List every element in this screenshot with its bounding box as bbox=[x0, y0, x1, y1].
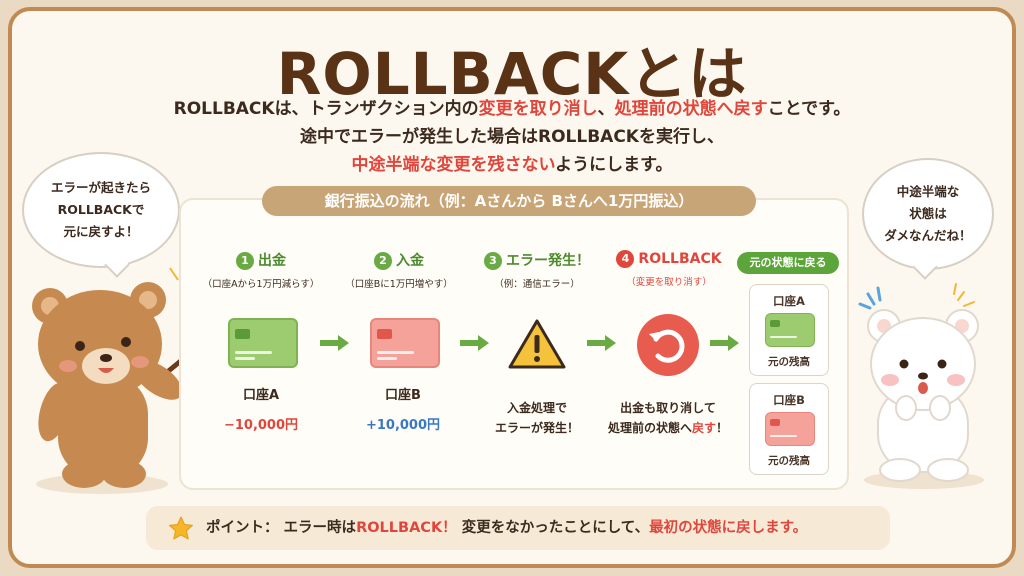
white-bear-illustration bbox=[858, 283, 984, 489]
card-line bbox=[235, 351, 273, 355]
intro-line-1: ROLLBACKは、トランザクション内の変更を取り消し、処理前の状態へ戻すことで… bbox=[12, 95, 1012, 123]
result-account-bottom: 元の残高 bbox=[768, 455, 810, 467]
card-chip bbox=[769, 320, 781, 328]
speech-bubble-right-text: 中途半端な 状態は ダメなんだね！ bbox=[884, 181, 971, 247]
step-number: 3 bbox=[484, 252, 502, 270]
rollback-line: 出金も取り消して bbox=[620, 401, 716, 415]
rollback-icon bbox=[637, 314, 699, 376]
red-card-icon bbox=[370, 318, 440, 368]
step-subtitle: （例：通信エラー） bbox=[494, 279, 580, 290]
error-description: 入金処理で エラーが発生！ bbox=[477, 398, 597, 438]
arrow-right-icon bbox=[587, 335, 616, 351]
red-card-icon bbox=[765, 412, 815, 446]
step-subtitle: （変更を取り消す） bbox=[626, 277, 712, 288]
warning-icon bbox=[508, 319, 566, 369]
card-line bbox=[377, 351, 415, 355]
rollback-text-part: ！ bbox=[716, 421, 729, 435]
step-subtitle: （口座Aから1万円減らす） bbox=[202, 279, 320, 290]
amount-a: −10,000円 bbox=[223, 418, 299, 433]
intro-text-part: 、 bbox=[597, 99, 615, 119]
intro-text: ROLLBACKは、トランザクション内の変更を取り消し、処理前の状態へ戻すことで… bbox=[12, 95, 1012, 179]
green-card-icon bbox=[765, 313, 815, 347]
card-chip bbox=[235, 329, 250, 340]
bubble-line: 元に戻すよ！ bbox=[63, 224, 139, 239]
step-label: エラー発生！ bbox=[506, 253, 590, 269]
result-account-a: 口座A 元の残高 bbox=[749, 284, 829, 376]
point-highlight: ROLLBACK！ bbox=[356, 520, 457, 536]
result-account-bottom: 元の残高 bbox=[768, 356, 810, 368]
flow-banner: 銀行振込の流れ（例：Aさんから Bさんへ1万円振込） bbox=[262, 186, 756, 216]
bubble-line: ROLLBACKで bbox=[57, 202, 145, 217]
result-account-b: 口座B 元の残高 bbox=[749, 383, 829, 475]
bubble-line: 状態は bbox=[909, 206, 947, 221]
green-card-icon bbox=[228, 318, 298, 368]
bubble-line: 中途半端な bbox=[896, 184, 960, 199]
account-a-label: 口座A bbox=[242, 388, 280, 403]
star-icon bbox=[169, 516, 193, 540]
card-line bbox=[769, 336, 797, 339]
arrow-right-icon bbox=[710, 335, 739, 351]
result-tag: 元の状態に戻る bbox=[737, 252, 839, 274]
point-text-part: 変更をなかったことにして、 bbox=[456, 520, 650, 536]
card-chip bbox=[377, 329, 392, 340]
intro-highlight: 処理前の状態へ戻す bbox=[614, 99, 768, 119]
point-text: ポイント： エラー時はROLLBACK！ 変更をなかったことにして、最初の状態に… bbox=[206, 506, 807, 550]
intro-line-2: 途中でエラーが発生した場合はROLLBACKを実行し、 bbox=[300, 127, 724, 147]
card-line bbox=[235, 356, 256, 360]
intro-highlight: 変更を取り消し bbox=[478, 99, 598, 119]
rollback-description: 出金も取り消して 処理前の状態へ戻す！ bbox=[590, 398, 746, 438]
intro-text-part: ことです。 bbox=[767, 99, 851, 119]
intro-text-part: ROLLBACKは、トランザクション内の bbox=[173, 99, 479, 119]
point-bar: ポイント： エラー時はROLLBACK！ 変更をなかったことにして、最初の状態に… bbox=[146, 506, 890, 550]
step-number: 2 bbox=[374, 252, 392, 270]
rollback-highlight: 戻す bbox=[691, 421, 716, 435]
rollback-line: 処理前の状態へ戻す！ bbox=[590, 418, 746, 438]
arrow-right-icon bbox=[320, 335, 349, 351]
bubble-line: ダメなんだね！ bbox=[884, 228, 972, 243]
bubble-line: エラーが起きたら bbox=[50, 180, 151, 195]
error-line: 入金処理で bbox=[506, 401, 567, 415]
amount-b: +10,000円 bbox=[365, 418, 441, 433]
step-label: 入金 bbox=[396, 253, 424, 269]
account-b-label: 口座B bbox=[385, 388, 421, 403]
arrow-right-icon bbox=[460, 335, 489, 351]
result-account-title: 口座B bbox=[773, 393, 805, 407]
step-number: 1 bbox=[236, 252, 254, 270]
speech-bubble-left-text: エラーが起きたら ROLLBACKで 元に戻すよ！ bbox=[51, 177, 151, 243]
step-subtitle: （口座Bに1万円増やす） bbox=[345, 279, 453, 290]
point-text-part: ポイント： エラー時は bbox=[206, 520, 357, 536]
rollback-text-part: 処理前の状態へ bbox=[607, 421, 692, 435]
card-chip bbox=[769, 419, 781, 427]
card-line bbox=[377, 356, 398, 360]
page-title: ROLLBACKとは bbox=[276, 40, 748, 108]
card-line bbox=[769, 435, 797, 438]
result-account-title: 口座A bbox=[773, 294, 805, 308]
error-line: エラーが発生！ bbox=[494, 421, 579, 435]
intro-line-3: 中途半端な変更を残さないようにします。 bbox=[12, 151, 1012, 179]
step-number: 4 bbox=[616, 250, 635, 268]
speech-bubble-left: エラーが起きたら ROLLBACKで 元に戻すよ！ bbox=[22, 152, 180, 278]
step-label: 出金 bbox=[258, 253, 286, 269]
intro-highlight: 中途半端な変更を残さない bbox=[351, 155, 556, 175]
step-label: ROLLBACK bbox=[638, 251, 722, 267]
speech-bubble-right: 中途半端な 状態は ダメなんだね！ bbox=[862, 158, 994, 280]
intro-text-part: ようにします。 bbox=[555, 155, 673, 175]
point-highlight: 最初の状態に戻します。 bbox=[649, 520, 808, 536]
